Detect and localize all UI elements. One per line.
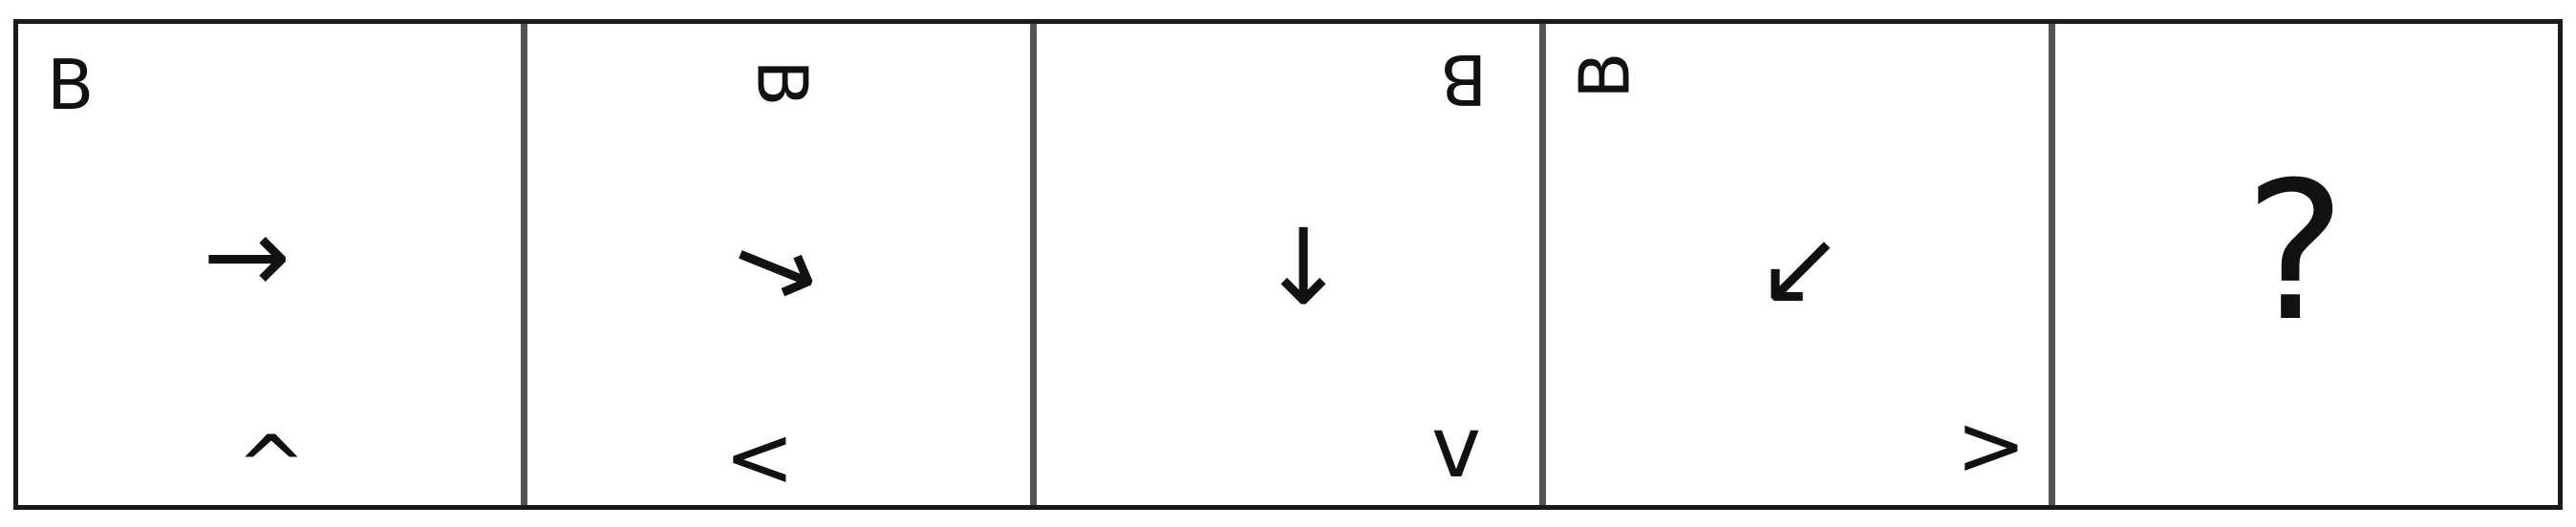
panel-1-arrow: → bbox=[203, 195, 291, 317]
panel-3: B ↓ v bbox=[1037, 24, 1546, 505]
panel-2-arrow: → bbox=[713, 192, 841, 339]
panel-1: B → ^ bbox=[18, 24, 527, 509]
panel-3-caret: v bbox=[1431, 398, 1482, 496]
panel-1-caret: ^ bbox=[236, 417, 307, 516]
puzzle-strip: B → ^ B → < B ↓ v B ↙ > ? bbox=[13, 19, 2563, 510]
panel-4: B ↙ > bbox=[1546, 24, 2055, 505]
panel-1-letter: B bbox=[47, 45, 95, 125]
panel-2-caret: < bbox=[724, 408, 795, 506]
panel-3-letter: B bbox=[1440, 39, 1488, 119]
panel-4-letter: B bbox=[1564, 52, 1645, 99]
panel-2-letter: B bbox=[741, 59, 823, 107]
panel-2: B → < bbox=[527, 24, 1037, 505]
panel-4-caret: > bbox=[1956, 396, 2027, 495]
question-mark: ? bbox=[2244, 141, 2347, 364]
panel-3-arrow: ↓ bbox=[1259, 206, 1348, 328]
panel-5-answer: ? bbox=[2055, 24, 2558, 505]
panel-4-arrow: ↙ bbox=[1756, 206, 1845, 328]
